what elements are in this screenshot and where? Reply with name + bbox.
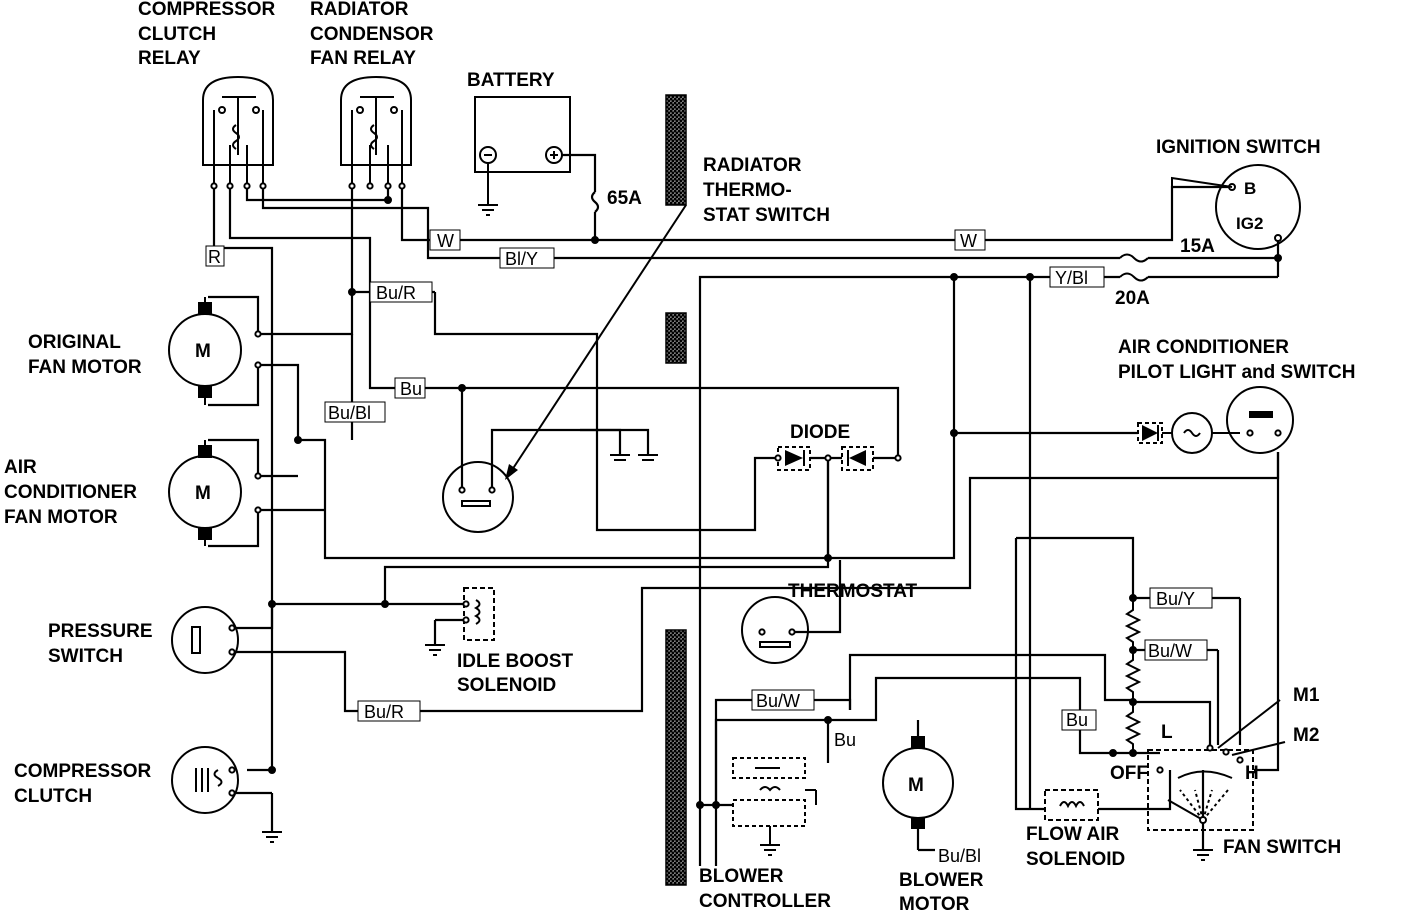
wire-label-bu-bl-left: Bu/Bl xyxy=(328,403,371,423)
wire-label-bu-y: Bu/Y xyxy=(1156,589,1195,609)
wire-label-bu-w-right: Bu/W xyxy=(1148,641,1192,661)
original-fan-motor-label-1: ORIGINAL xyxy=(28,332,121,353)
fan-relay-label-1: RADIATOR xyxy=(310,0,409,20)
wire-label-bu-bl-bottom: Bu/Bl xyxy=(938,846,981,866)
compressor-clutch-symbol xyxy=(171,746,282,843)
fuse-20a-label: 20A xyxy=(1115,288,1150,309)
wire-label-bu-right: Bu xyxy=(1066,710,1088,730)
blower-motor-label-1: BLOWER xyxy=(899,870,984,891)
pressure-switch-label-2: SWITCH xyxy=(48,646,123,667)
radiator-thermostat-switch-label-2: THERMO- xyxy=(703,180,792,201)
ignition-switch-symbol xyxy=(1171,164,1301,250)
battery-symbol xyxy=(474,96,571,216)
battery-label: BATTERY xyxy=(467,70,555,91)
wire-label-bu-mid: Bu xyxy=(834,730,856,750)
resistor-stack xyxy=(1124,598,1142,753)
fan-relay-label-3: FAN RELAY xyxy=(310,48,416,69)
blower-controller-label-2: CONTROLLER xyxy=(699,891,831,912)
fan-relay-label-2: CONDENSOR xyxy=(310,24,434,45)
wires xyxy=(208,153,1280,866)
fan-switch-off: OFF xyxy=(1110,763,1148,784)
diode-label: DIODE xyxy=(790,422,850,443)
wire-label-bu-r-top: Bu/R xyxy=(376,283,416,303)
flow-air-solenoid-label-2: SOLENOID xyxy=(1026,849,1125,870)
ignition-terminal-ig2: IG2 xyxy=(1236,214,1263,233)
thermostat-symbol xyxy=(741,596,809,664)
radiator-panels xyxy=(665,94,687,886)
radiator-thermostat-switch-symbol xyxy=(442,204,687,533)
ac-fan-motor-symbol xyxy=(168,440,262,546)
wire-label-bu-r-bottom: Bu/R xyxy=(364,702,404,722)
compressor-clutch-relay-label-3: RELAY xyxy=(138,48,201,69)
compressor-clutch-label-1: COMPRESSOR xyxy=(14,761,152,782)
compressor-clutch-relay-label-1: COMPRESSOR xyxy=(138,0,276,20)
blower-motor-symbol xyxy=(882,736,954,829)
wire-label-bl-y: Bl/Y xyxy=(505,249,538,269)
thermostat-label: THERMOSTAT xyxy=(788,581,918,602)
ac-pilot-light-switch-symbol xyxy=(1137,386,1294,454)
compressor-clutch-relay-symbol xyxy=(202,75,274,190)
wire-label-w-right: W xyxy=(960,231,977,251)
diode-symbols xyxy=(774,446,902,471)
wire-label-w-left: W xyxy=(437,231,454,251)
ignition-terminal-b: B xyxy=(1244,179,1256,198)
compressor-clutch-label-2: CLUTCH xyxy=(14,786,92,807)
blower-controller-label-1: BLOWER xyxy=(699,866,784,887)
ac-fan-motor-label-3: FAN MOTOR xyxy=(4,507,118,528)
fuse-15a-label: 15A xyxy=(1180,236,1215,257)
idle-boost-solenoid-label-1: IDLE BOOST xyxy=(457,651,574,672)
original-fan-motor-label-2: FAN MOTOR xyxy=(28,357,142,378)
flow-air-solenoid-label-1: FLOW AIR xyxy=(1026,824,1119,845)
ac-pilot-light-label-1: AIR CONDITIONER xyxy=(1118,337,1289,358)
fan-switch-m2: M2 xyxy=(1293,725,1319,746)
radiator-condensor-fan-relay-symbol xyxy=(340,75,412,190)
fuses xyxy=(1119,253,1149,282)
idle-boost-solenoid-label-2: SOLENOID xyxy=(457,675,556,696)
flow-air-solenoid-symbol xyxy=(1044,789,1099,821)
radiator-thermostat-switch-label-1: RADIATOR xyxy=(703,155,802,176)
original-fan-motor-symbol xyxy=(168,297,262,405)
compressor-clutch-relay-label-2: CLUTCH xyxy=(138,24,216,45)
blower-motor-m: M xyxy=(908,775,924,796)
fan-switch-l: L xyxy=(1161,722,1173,743)
fan-switch-h: H xyxy=(1245,763,1259,784)
idle-boost-solenoid-symbol xyxy=(425,587,495,656)
pressure-switch-label-1: PRESSURE xyxy=(48,621,153,642)
ignition-switch-label: IGNITION SWITCH xyxy=(1156,137,1321,158)
wire-label-y-bl: Y/Bl xyxy=(1055,268,1088,288)
ac-fan-motor-label-2: CONDITIONER xyxy=(4,482,137,503)
wire-label-bu-top: Bu xyxy=(400,379,422,399)
ac-pilot-light-label-2: PILOT LIGHT and SWITCH xyxy=(1118,362,1355,383)
fan-switch-symbol xyxy=(1147,699,1286,861)
junction-dots xyxy=(268,196,1282,809)
wire-color-labels: W W Bl/Y Y/Bl R Bu/R Bu Bu/Bl Bu/R Bu/Y … xyxy=(205,229,1213,866)
ac-fan-motor-label-1: AIR xyxy=(4,457,37,478)
fuse-65a-label: 65A xyxy=(607,188,642,209)
radiator-thermostat-switch-label-3: STAT SWITCH xyxy=(703,205,830,226)
fan-switch-label: FAN SWITCH xyxy=(1223,837,1341,858)
fan-switch-m1: M1 xyxy=(1293,685,1320,706)
wire-label-bu-w-left: Bu/W xyxy=(756,691,800,711)
original-fan-motor-m: M xyxy=(195,341,211,362)
blower-controller-symbol xyxy=(732,757,817,856)
pressure-switch-symbol xyxy=(171,606,239,674)
wire-label-r: R xyxy=(208,247,221,267)
ac-fan-motor-m: M xyxy=(195,483,211,504)
blower-motor-label-2: MOTOR xyxy=(899,894,970,912)
